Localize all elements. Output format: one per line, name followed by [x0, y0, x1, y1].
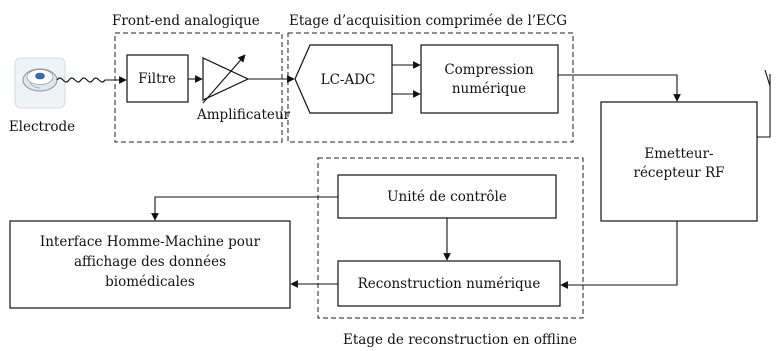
electrode-icon — [14, 57, 66, 109]
hmi-label-line1: Interface Homme-Machine pour — [40, 234, 261, 250]
electrode-label: Electrode — [9, 119, 75, 135]
lcadc-label: LC-ADC — [321, 72, 376, 88]
control-unit-block — [337, 174, 557, 219]
frontend-group-label: Front-end analogique — [112, 13, 260, 29]
transceiver-label-line2: récepteur RF — [633, 165, 724, 181]
transceiver-block — [600, 101, 758, 222]
reconstruction-block — [337, 260, 561, 307]
transceiver-label-line1: Emetteur- — [644, 146, 713, 162]
amplifier-symbol — [202, 54, 250, 104]
frontend-group-frame — [114, 32, 283, 143]
compression-to-transceiver-arrow — [558, 74, 681, 102]
compression-label-line1: Compression — [444, 62, 534, 78]
reconstruction-label: Reconstruction numérique — [358, 276, 541, 292]
acquisition-group-frame — [287, 32, 574, 143]
acquisition-group-label: Etage d’acquisition comprimée de l’ECG — [289, 13, 567, 29]
lcadc-block — [294, 44, 393, 114]
control-to-hmi-arrow — [151, 196, 338, 221]
hmi-label-line2: affichage des données — [74, 254, 226, 270]
reconstruction-group-frame — [317, 157, 584, 319]
hmi-label-line3: biomédicales — [105, 274, 195, 290]
amplificateur-label: Amplificateur — [196, 107, 291, 123]
filtre-block — [126, 54, 189, 103]
compression-label-line2: numérique — [452, 81, 526, 97]
filtre-label: Filtre — [138, 71, 176, 87]
electrode-cable — [56, 76, 127, 84]
control-unit-label: Unité de contrôle — [387, 189, 507, 205]
hmi-block — [9, 220, 291, 309]
reconstruction-group-label: Etage de reconstruction en offline — [343, 332, 577, 348]
antenna-icon — [757, 69, 771, 138]
transceiver-to-reconstruction-arrow — [560, 221, 678, 289]
compression-block — [420, 44, 559, 114]
